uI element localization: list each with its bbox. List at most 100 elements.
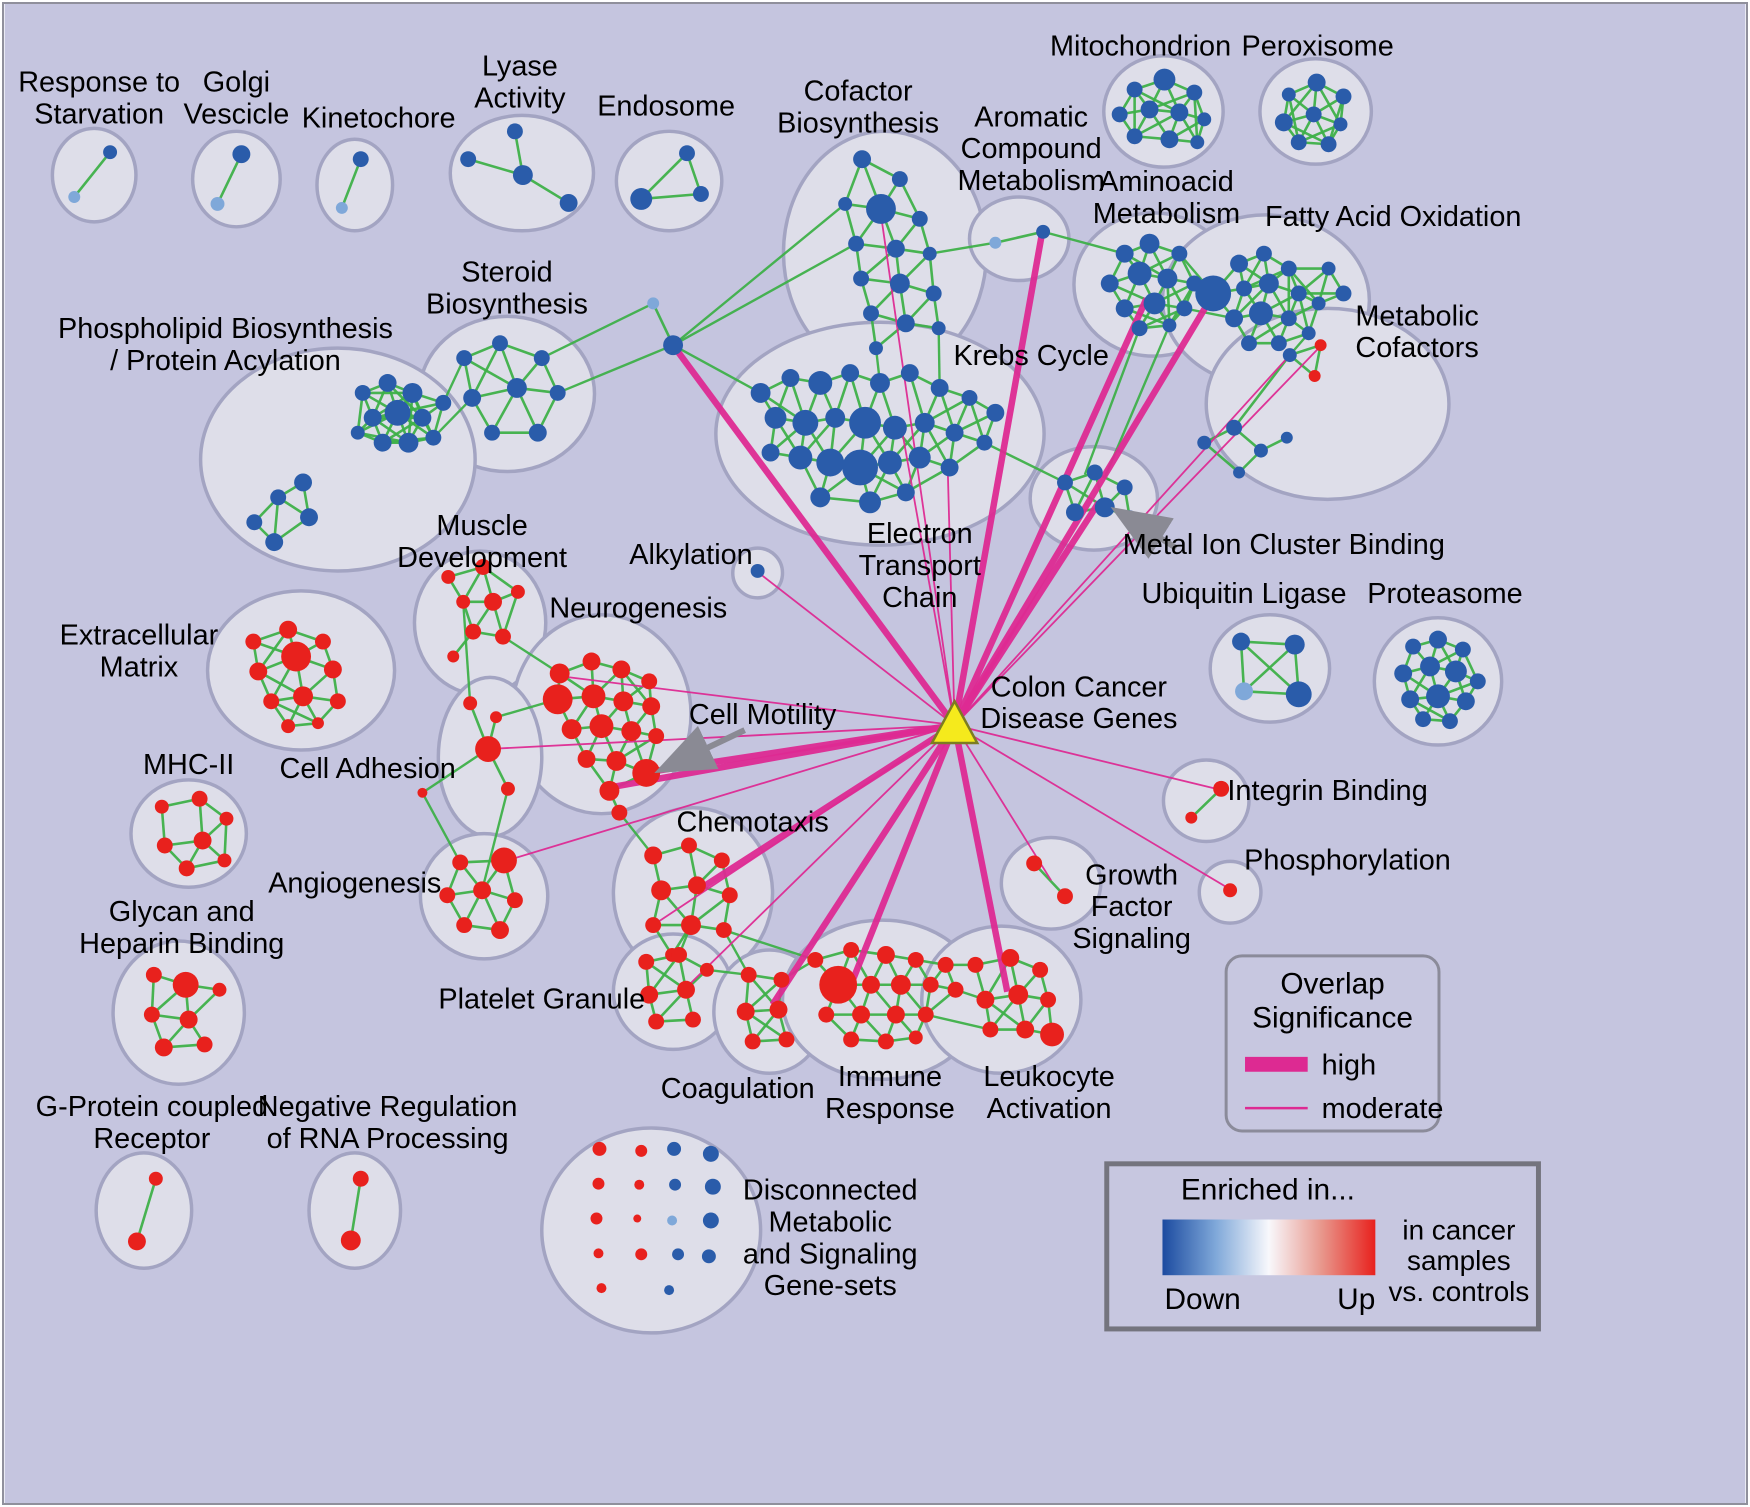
metal-ion-node	[1057, 474, 1073, 491]
disconnected-node	[664, 1285, 675, 1296]
mhc-ii-node	[156, 837, 173, 854]
extracellular-matrix-node	[281, 641, 312, 672]
disconnected-node	[635, 1144, 648, 1157]
disconnected-node	[592, 1177, 605, 1190]
metal-ion-node	[1086, 464, 1103, 481]
phospholipid-node	[384, 399, 411, 426]
coagulation-node	[736, 1002, 755, 1021]
cofactor-biosynthesis-node	[925, 285, 942, 302]
overlap-edge-high	[951, 297, 1150, 727]
steroid-biosynthesis-node	[549, 384, 566, 401]
disconnected-node	[702, 1212, 719, 1229]
inter-cluster-edge	[421, 748, 489, 794]
angiogenesis-label: Angiogenesis	[268, 867, 441, 899]
chemotaxis-node	[651, 880, 672, 901]
node-layer	[68, 68, 1486, 1296]
immune-response-node	[843, 1031, 860, 1048]
overlap-edge-moderate	[954, 724, 1231, 891]
ubiquitin-ligase-node	[1284, 634, 1305, 655]
platelet-granule-node	[640, 985, 659, 1004]
platelet-granule-node	[648, 1013, 665, 1030]
cofactor-biosynthesis-node	[866, 193, 896, 224]
chemotaxis-node	[687, 876, 706, 895]
metabolic-cofactors-node	[1308, 370, 1321, 382]
peroxisome-node	[1281, 87, 1296, 102]
leukocyte-activation-node	[976, 990, 995, 1009]
cofactor-biosynthesis-node	[863, 305, 879, 322]
cofactor-biosynthesis-node	[853, 270, 870, 287]
platelet-granule-label: Platelet Granule	[438, 984, 645, 1016]
overlap-edge-moderate	[946, 463, 956, 726]
lyase-activity-node	[460, 151, 477, 168]
immune-response-node	[852, 1005, 871, 1024]
phospholipid-bubble	[198, 346, 477, 573]
immune-response-node	[907, 951, 924, 968]
immune-response-node	[922, 976, 939, 993]
aminoacid-metabolism-node	[1127, 261, 1152, 286]
angiogenesis-node	[506, 892, 523, 909]
extracellular-matrix-node	[314, 633, 331, 650]
extracellular-matrix-node	[249, 662, 268, 681]
metabolic-cofactors-node	[1282, 348, 1297, 363]
g-protein-bubble	[94, 1151, 194, 1270]
peroxisome-node	[1305, 106, 1322, 123]
cofactor-biosynthesis-node	[922, 246, 937, 261]
glycan-heparin-node	[172, 971, 199, 998]
krebs-etc-node	[808, 371, 833, 395]
mhc-ii-node	[219, 811, 234, 826]
cell-adhesion-node	[500, 781, 515, 796]
immune-response-node	[877, 1033, 894, 1050]
aromatic-compound-bubble	[967, 195, 1071, 283]
pointer-arrow	[1110, 506, 1178, 559]
inter-cluster-edge	[442, 357, 466, 404]
chemotaxis-label: Chemotaxis	[677, 807, 829, 839]
glycan-heparin-bubble	[111, 939, 247, 1086]
leukocyte-activation-node	[982, 1021, 999, 1038]
cofactor-biosynthesis-node	[911, 210, 928, 227]
krebs-etc-node	[816, 448, 845, 477]
neurogenesis-node	[542, 684, 573, 715]
inter-cluster-edge	[541, 302, 654, 360]
steroid-biosynthesis-node	[484, 424, 501, 441]
angiogenesis-node	[456, 917, 473, 934]
fatty-acid-oxidation-node	[1321, 261, 1336, 276]
neurogenesis-node	[611, 804, 628, 821]
immune-response-node	[886, 1005, 905, 1024]
krebs-etc-node	[841, 364, 860, 382]
cofactor-biosynthesis-node	[838, 196, 853, 211]
golgi-vescicle-node	[232, 145, 251, 164]
mitochondrion-node	[1160, 130, 1179, 149]
glycan-heparin-node	[212, 982, 227, 997]
muscle-development-node	[465, 623, 482, 640]
golgi-vescicle-node	[210, 196, 225, 211]
inter-cluster-edge	[421, 792, 462, 863]
inter-cluster-edge	[937, 328, 941, 388]
fatty-acid-oxidation-node	[1225, 309, 1244, 328]
endosome-node	[679, 145, 695, 162]
disconnected-node	[701, 1249, 716, 1264]
growth-factor-node	[1057, 888, 1073, 905]
leukocyte-activation-node	[1008, 984, 1029, 1005]
neurogenesis-node	[612, 660, 631, 679]
aminoacid-metabolism-edge	[1139, 307, 1185, 330]
cell-adhesion-node	[490, 711, 502, 724]
inter-cluster-edge	[432, 397, 474, 439]
metabolic-cofactors-node	[1253, 443, 1268, 458]
aromatic-compound-node	[1036, 224, 1051, 239]
krebs-cycle-label: Krebs Cycle	[953, 340, 1108, 372]
krebs-etc-node	[849, 406, 881, 439]
fatty-acid-oxidation-node	[1290, 285, 1307, 302]
glycan-heparin-node	[154, 1038, 173, 1057]
overlap-edge-high	[670, 343, 958, 728]
inter-cluster-edge	[722, 929, 750, 976]
overlap-edge-high	[612, 721, 956, 791]
lyase-activity-node	[506, 123, 523, 140]
immune-response-node	[947, 981, 964, 998]
enriched-down-label: Down	[1164, 1283, 1240, 1316]
neurogenesis-node	[632, 758, 661, 787]
leukocyte-activation-node	[1040, 1022, 1064, 1047]
